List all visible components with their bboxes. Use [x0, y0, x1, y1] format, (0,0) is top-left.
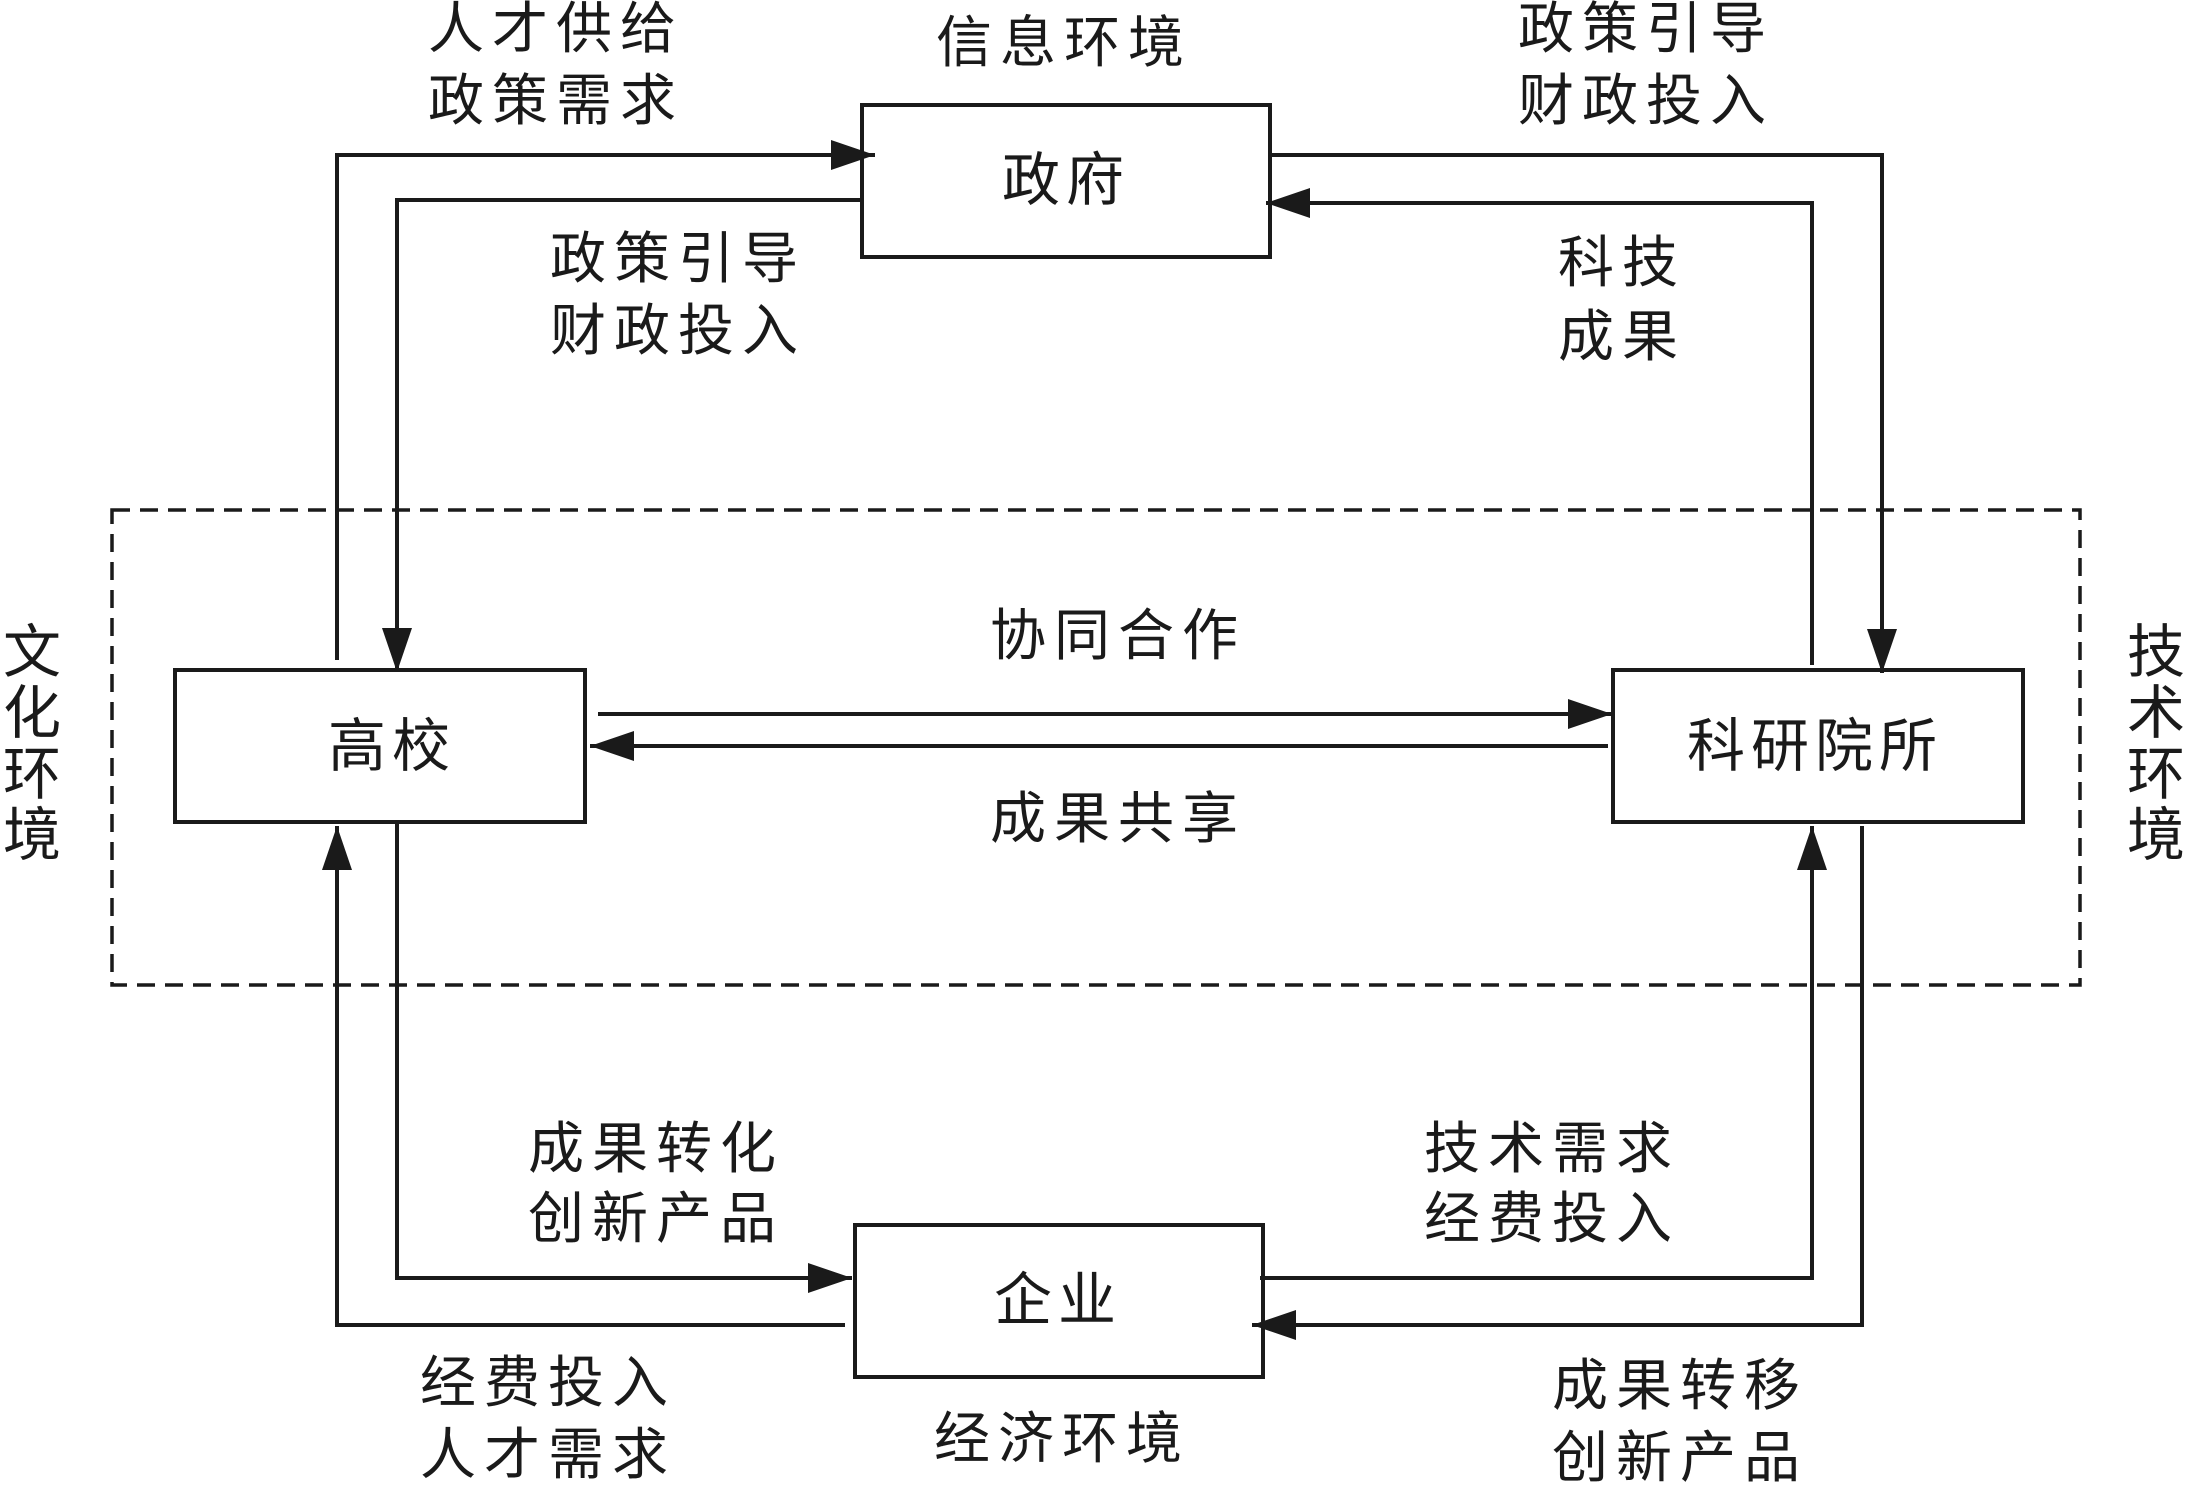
government-box — [860, 103, 1272, 259]
svg-text:政策引导: 政策引导 — [1518, 0, 1774, 62]
svg-text:术: 术 — [2127, 679, 2185, 747]
arrow-ent-to-univ — [322, 826, 845, 1327]
svg-text:人才供给: 人才供给 — [428, 0, 684, 62]
svg-text:文: 文 — [3, 618, 61, 686]
svg-text:成果转移: 成果转移 — [1552, 1354, 1808, 1419]
svg-text:政策需求: 政策需求 — [428, 69, 684, 134]
svg-text:境: 境 — [2127, 801, 2185, 869]
flow-label-gov-to-inst: 政策引导 财政投入 — [1518, 0, 1774, 134]
svg-text:成果: 成果 — [1558, 305, 1686, 370]
svg-text:创新产品: 创新产品 — [1552, 1426, 1808, 1487]
svg-text:财政投入: 财政投入 — [550, 299, 806, 364]
university-box — [173, 668, 587, 824]
svg-text:经费投入: 经费投入 — [420, 1351, 676, 1416]
arrow-univ-to-ent — [395, 822, 852, 1293]
svg-text:技术需求: 技术需求 — [1424, 1117, 1680, 1182]
svg-text:技: 技 — [2127, 618, 2185, 686]
arrow-inst-to-gov — [1266, 188, 1814, 665]
svg-text:政策引导: 政策引导 — [550, 227, 806, 292]
enterprise-box — [853, 1223, 1265, 1379]
institute-box — [1611, 668, 2025, 824]
flow-label-inst-to-univ: 成果共享 — [990, 787, 1246, 852]
svg-text:财政投入: 财政投入 — [1518, 69, 1774, 134]
svg-text:经费投入: 经费投入 — [1424, 1187, 1680, 1252]
svg-text:境: 境 — [3, 801, 61, 869]
technology-environment-label: 技 术 环 境 — [2127, 618, 2185, 869]
institute-label: 科研院所 — [1687, 712, 1943, 780]
arrow-gov-to-inst — [1270, 153, 1897, 673]
culture-environment-label: 文 化 环 境 — [3, 618, 61, 869]
government-label: 政府 — [1002, 146, 1130, 214]
arrow-univ-to-gov — [335, 140, 875, 660]
svg-text:人才需求: 人才需求 — [420, 1423, 676, 1487]
enterprise-label: 企业 — [994, 1266, 1122, 1334]
flow-label-inst-to-gov: 科技 成果 — [1558, 231, 1686, 370]
svg-text:科技: 科技 — [1558, 231, 1686, 296]
flow-label-ent-to-univ: 经费投入 人才需求 — [420, 1351, 676, 1487]
flow-label-univ-to-ent: 成果转化 创新产品 — [528, 1117, 784, 1252]
flow-label-univ-to-inst: 协同合作 — [990, 604, 1246, 669]
university-label: 高校 — [328, 712, 456, 780]
flow-label-gov-to-univ: 政策引导 财政投入 — [550, 227, 806, 364]
economic-environment-label: 经济环境 — [934, 1407, 1190, 1472]
svg-text:环: 环 — [2127, 740, 2185, 808]
svg-text:环: 环 — [3, 740, 61, 808]
svg-text:化: 化 — [3, 679, 61, 747]
flow-label-inst-to-ent: 成果转移 创新产品 — [1552, 1354, 1808, 1487]
svg-text:创新产品: 创新产品 — [528, 1187, 784, 1252]
svg-text:成果转化: 成果转化 — [528, 1117, 784, 1182]
flow-label-ent-to-inst: 技术需求 经费投入 — [1424, 1117, 1680, 1252]
arrow-ent-to-inst — [1260, 826, 1827, 1280]
arrow-gov-to-univ — [382, 198, 860, 672]
flow-label-univ-to-gov: 人才供给 政策需求 — [428, 0, 684, 134]
information-environment-label: 信息环境 — [936, 11, 1192, 76]
arrow-inst-to-ent — [1252, 826, 1864, 1340]
collaboration-frame — [110, 508, 2082, 987]
